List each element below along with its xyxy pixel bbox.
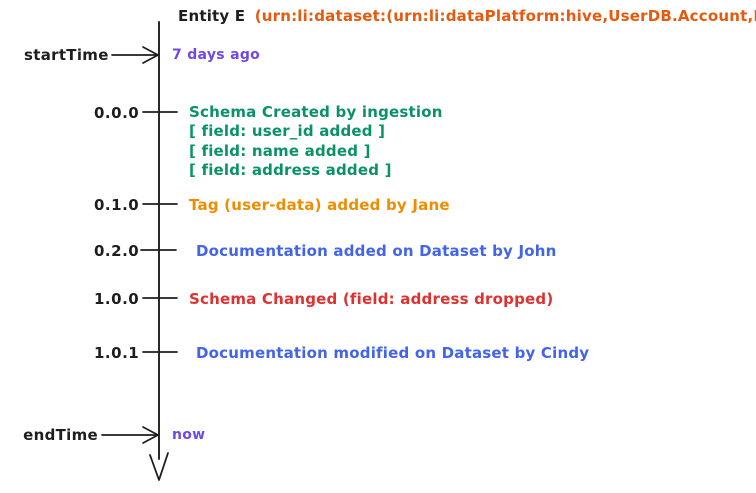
event-text: Documentation added on Dataset by John: [196, 242, 557, 261]
version-label: 0.1.0: [94, 196, 140, 214]
end-time-label: endTime: [23, 426, 98, 444]
page-title: Entity E (urn:li:dataset:(urn:li:dataPla…: [178, 7, 756, 25]
version-label: 0.0.0: [94, 104, 140, 122]
event-line: Documentation added on Dataset by John: [196, 242, 557, 260]
entity-label: Entity E: [178, 7, 246, 25]
version-label: 1.0.0: [94, 290, 140, 308]
event-line: [ field: user_id added ]: [189, 122, 386, 141]
start-time-value: 7 days ago: [172, 47, 261, 63]
version-label: 0.2.0: [94, 242, 140, 260]
end-arrow-icon: [101, 426, 159, 444]
event-line: [ field: address added ]: [189, 161, 392, 180]
start-arrow-icon: [111, 46, 159, 64]
event-line: Schema Created by ingestion: [189, 103, 443, 121]
entity-urn: (urn:li:dataset:(urn:li:dataPlatform:hiv…: [254, 7, 756, 25]
end-time-value: now: [172, 427, 206, 443]
event-text: Documentation modified on Dataset by Cin…: [196, 344, 589, 363]
event-line: Schema Changed (field: address dropped): [189, 290, 554, 308]
event-line: Tag (user-data) added by Jane: [189, 196, 450, 214]
start-time-label: startTime: [24, 46, 109, 64]
event-text: Tag (user-data) added by Jane: [189, 196, 450, 215]
version-label: 1.0.1: [94, 344, 140, 362]
event-line: [ field: name added ]: [189, 141, 371, 160]
event-text: Schema Changed (field: address dropped): [189, 290, 553, 309]
event-text: Schema Created by ingestion [ field: use…: [189, 103, 443, 181]
event-line: Documentation modified on Dataset by Cin…: [196, 344, 590, 362]
arrowhead-down-icon: [149, 452, 169, 481]
